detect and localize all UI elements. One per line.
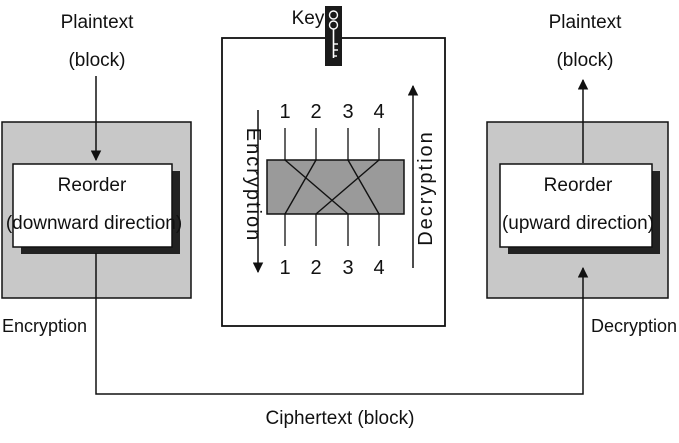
bottom-position-3: 3: [342, 257, 353, 279]
ciphertext-path: [95, 253, 589, 395]
top-position-4: 4: [373, 101, 384, 123]
bottom-position-2: 2: [310, 257, 321, 279]
bottom-position-4: 4: [373, 257, 384, 279]
top-position-2: 2: [310, 101, 321, 123]
decryption-box-title: Reorder: [544, 175, 613, 196]
key-label: Key: [292, 8, 325, 29]
top-position-3: 3: [342, 101, 353, 123]
decryption-panel: Reorder (upward direction): [486, 121, 669, 299]
key-icon: [325, 6, 342, 66]
plaintext-input-label: Plaintext: [61, 12, 135, 33]
plaintext-output-block-label: (block): [556, 50, 613, 71]
bottom-stubs: [284, 214, 380, 246]
ciphertext-label: Ciphertext (block): [266, 408, 415, 429]
encryption-box-subtitle: (downward direction): [6, 213, 182, 234]
encryption-box-title: Reorder: [58, 175, 127, 196]
encryption-side-label: Encryption: [2, 316, 87, 336]
permutation-wires: [284, 159, 380, 215]
decryption-box-subtitle: (upward direction): [502, 213, 654, 234]
decryption-side-label: Decryption: [591, 316, 677, 336]
plaintext-output-label: Plaintext: [549, 12, 623, 33]
top-stubs: [284, 128, 380, 160]
permutation-box: [266, 159, 405, 215]
bottom-position-1: 1: [279, 257, 290, 279]
plaintext-input-block-label: (block): [68, 50, 125, 71]
encryption-direction-label: Encryption: [242, 128, 264, 243]
top-position-1: 1: [279, 101, 290, 123]
decryption-direction-label: Decryption: [415, 130, 437, 246]
